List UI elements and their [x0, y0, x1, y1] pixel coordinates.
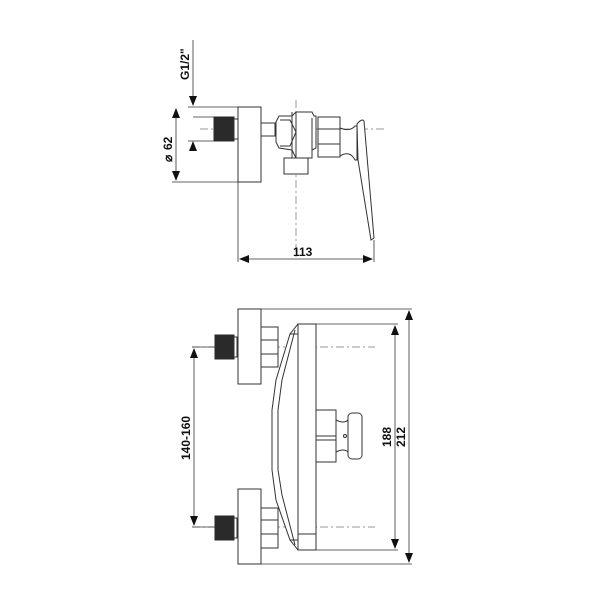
bottom-wall-flange: [237, 488, 262, 565]
diameter-label: 62: [161, 136, 175, 150]
cartridge: [317, 116, 341, 158]
lever-handle: [356, 119, 375, 241]
inlet-connector-ring: [233, 118, 239, 140]
wall-flange: [237, 106, 262, 183]
diameter-symbol: ⌀: [161, 154, 175, 162]
side-view: [200, 100, 385, 258]
depth-label: 113: [293, 245, 313, 259]
bottom-outlet: [283, 157, 309, 175]
top-inlet-connector: [214, 334, 235, 360]
handle-neck: [339, 125, 358, 161]
front-view-dimensions: [190, 308, 413, 565]
bottom-eccentric: [260, 507, 279, 549]
body-height-label: 188: [380, 427, 394, 447]
thread-size-label: G1/2": [178, 48, 192, 80]
inlet-spacing-label: 140-160: [179, 416, 193, 460]
side-view-dimensions: [172, 40, 375, 263]
mixer-body: [271, 323, 317, 551]
inlet-connector-dark: [213, 116, 235, 142]
front-view: [192, 308, 375, 565]
shaft: [260, 122, 276, 137]
top-eccentric: [260, 326, 279, 368]
bottom-inlet-connector: [214, 515, 235, 541]
top-wall-flange: [237, 308, 262, 385]
handle-knob: [347, 412, 363, 460]
overall-height-label: 212: [394, 427, 408, 447]
